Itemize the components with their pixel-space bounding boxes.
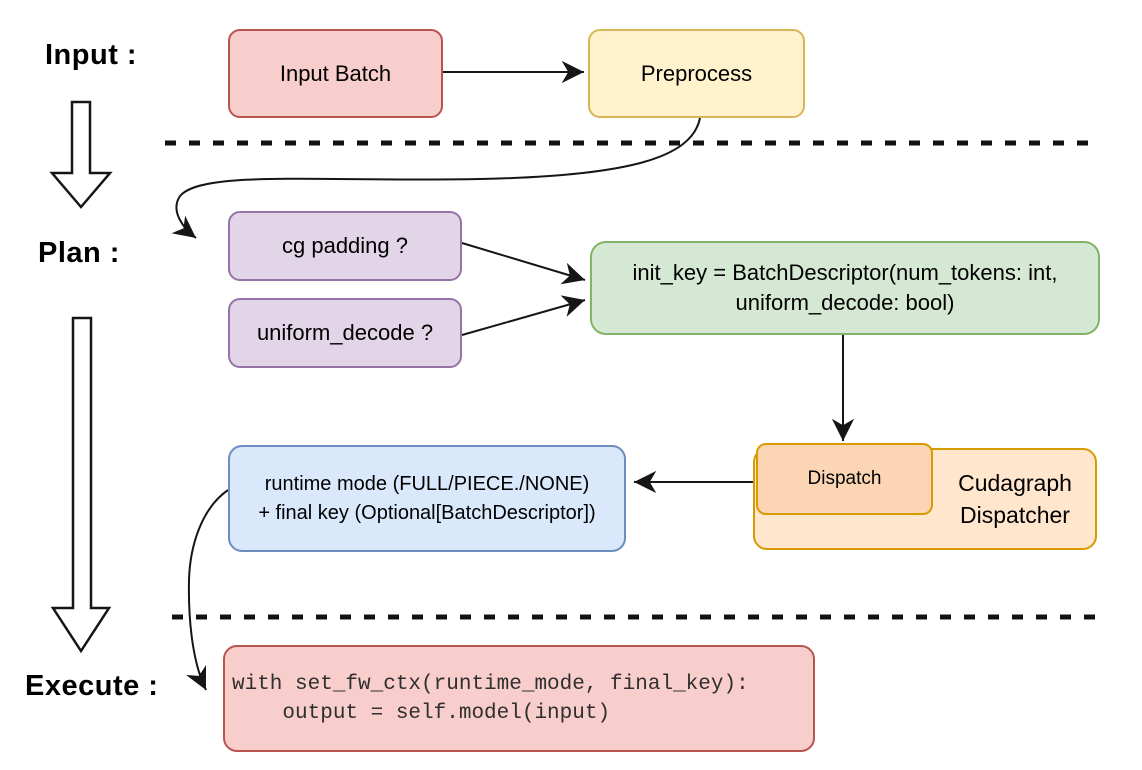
- section-label-plan: Plan :: [38, 237, 120, 269]
- node-dispatch: Dispatch: [756, 443, 933, 515]
- node-init-key: init_key = BatchDescriptor(num_tokens: i…: [590, 241, 1100, 335]
- arrow-preprocess-to-cgpadding: [171, 117, 701, 239]
- section-label-input: Input :: [45, 39, 138, 71]
- node-cg-padding: cg padding ?: [228, 211, 462, 281]
- input-to-plan-arrow-icon: [49, 100, 113, 209]
- node-execute-code: with set_fw_ctx(runtime_mode, final_key)…: [223, 645, 815, 752]
- node-runtime-mode-line1: runtime mode (FULL/PIECE./NONE): [264, 472, 590, 495]
- cudagraph-line2: Dispatcher: [960, 502, 1070, 528]
- section-label-execute: Execute :: [25, 670, 159, 702]
- execute-code-line2: output = self.model(input): [232, 701, 611, 725]
- plan-to-execute-arrow-icon: [50, 316, 112, 654]
- node-init-key-line2: uniform_decode: bool): [735, 290, 955, 315]
- node-cudagraph-dispatcher-label: Cudagraph Dispatcher: [933, 448, 1097, 550]
- node-preprocess: Preprocess: [588, 29, 805, 118]
- cudagraph-line1: Cudagraph: [958, 470, 1072, 496]
- arrow-cgpadding-to-initkey: [461, 242, 586, 285]
- node-init-key-line1: init_key = BatchDescriptor(num_tokens: i…: [632, 260, 1058, 285]
- node-cg-padding-label: cg padding ?: [282, 233, 408, 258]
- node-runtime-mode-line2: + final key (Optional[BatchDescriptor]): [258, 501, 596, 524]
- node-runtime-mode: runtime mode (FULL/PIECE./NONE) + final …: [228, 445, 626, 552]
- node-preprocess-label: Preprocess: [640, 60, 753, 86]
- arrow-uniformdecode-to-initkey: [461, 295, 586, 336]
- node-input-batch: Input Batch: [228, 29, 443, 118]
- arrow-runtimemode-to-executecode: [186, 489, 229, 691]
- node-dispatch-label: Dispatch: [807, 468, 882, 489]
- node-uniform-decode-label: uniform_decode ?: [256, 320, 434, 345]
- node-uniform-decode: uniform_decode ?: [228, 298, 462, 368]
- node-input-batch-label: Input Batch: [279, 60, 392, 86]
- execute-code-line1: with set_fw_ctx(runtime_mode, final_key)…: [232, 672, 749, 696]
